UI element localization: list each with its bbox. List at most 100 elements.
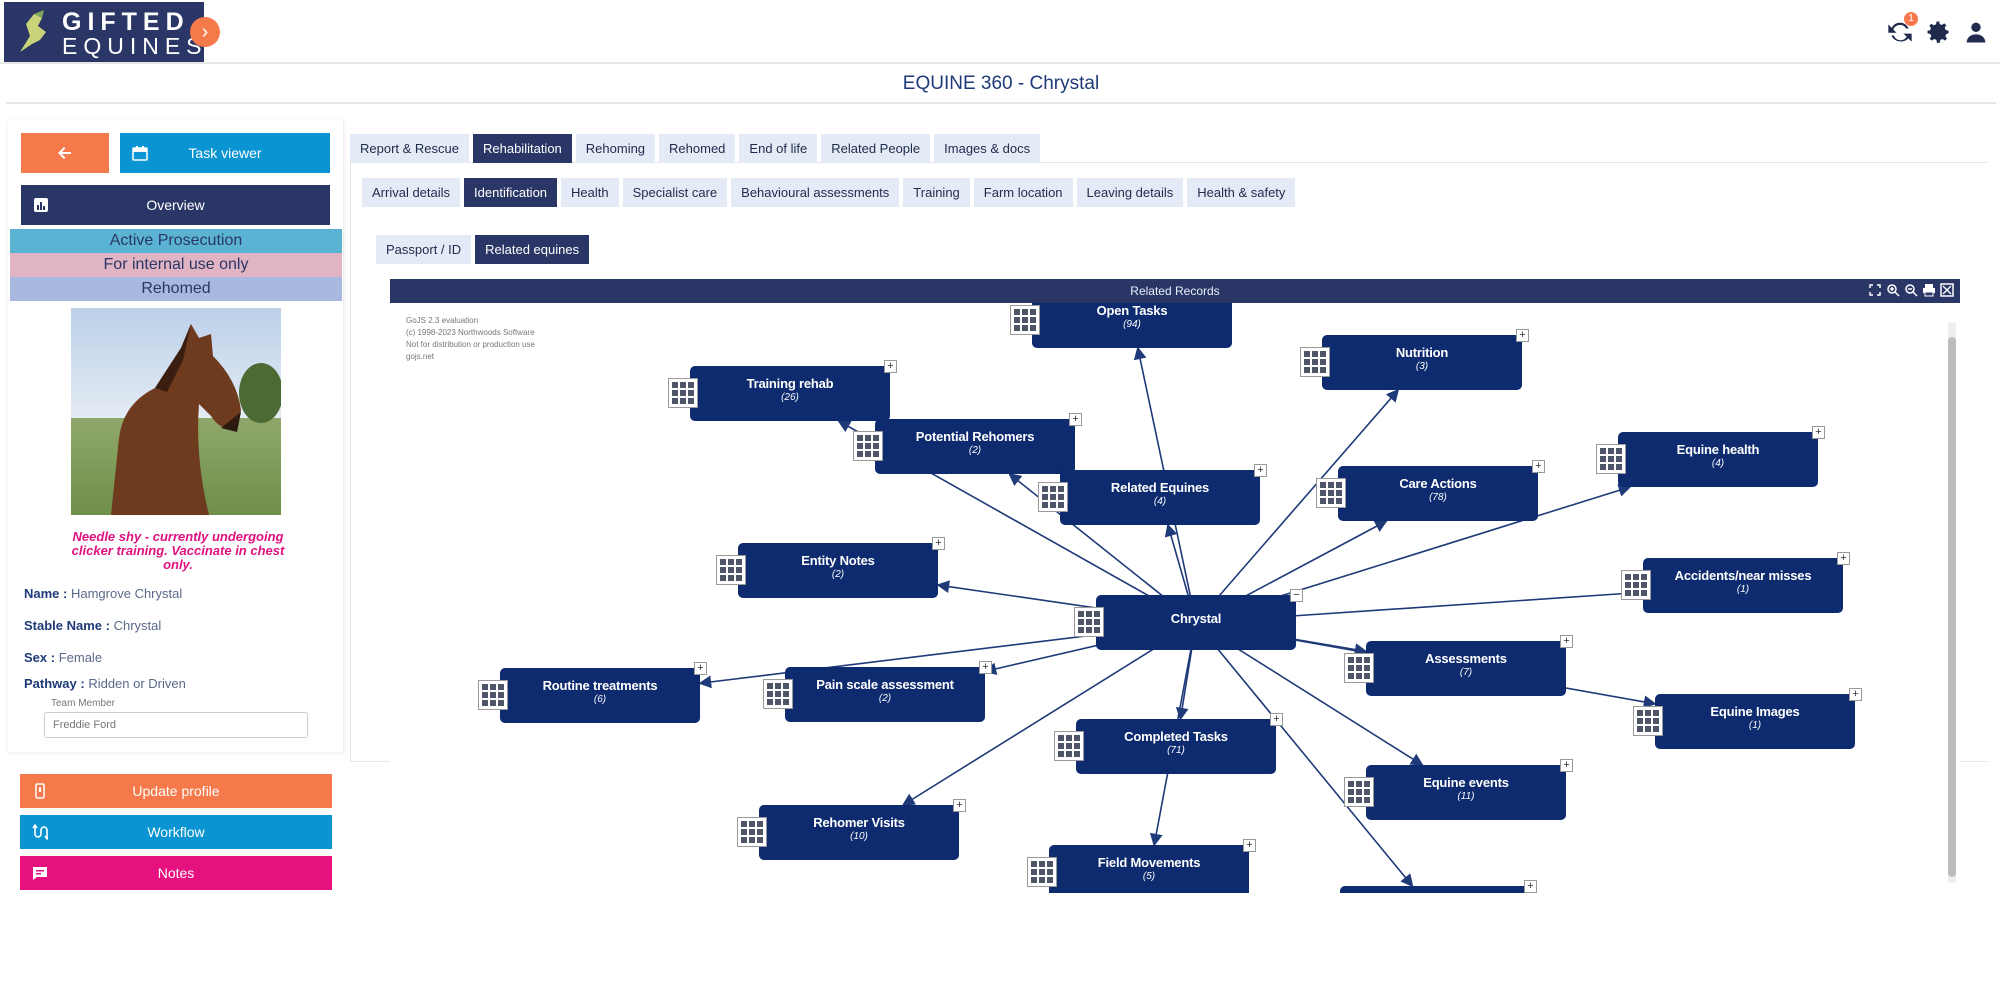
related-records-diagram[interactable]: GoJS 2.3 evaluation (c) 1998-2023 Northw… xyxy=(390,303,1960,893)
app-logo[interactable]: GIFTED EQUINES xyxy=(4,2,204,62)
diagram-node[interactable]: Potential Rehomers(2) xyxy=(875,419,1075,474)
field-sex-value: Female xyxy=(58,650,103,665)
notes-button[interactable]: Notes xyxy=(20,856,332,890)
diagram-node[interactable]: Completed Tasks(71) xyxy=(1076,719,1276,774)
expand-node-button[interactable]: + xyxy=(1243,839,1256,852)
tab-related-equines[interactable]: Related equines xyxy=(475,235,590,264)
page-title: EQUINE 360 - Chrystal xyxy=(6,64,1996,104)
tab-identification[interactable]: Identification xyxy=(464,178,558,207)
field-sex: Sex : Female xyxy=(24,650,102,665)
expand-node-button[interactable]: + xyxy=(884,360,897,373)
equine-note: Needle shy - currently undergoing clicke… xyxy=(71,529,285,572)
identification-tabs: Passport / ID Related equines xyxy=(376,235,590,264)
zoom-in-icon[interactable] xyxy=(1886,283,1900,297)
diagram-node[interactable]: Equine health(4) xyxy=(1618,432,1818,487)
expand-node-button[interactable]: + xyxy=(1837,552,1850,565)
expand-node-button[interactable]: + xyxy=(979,661,992,674)
gojs-watermark: GoJS 2.3 evaluation (c) 1998-2023 Northw… xyxy=(406,315,535,363)
expand-node-button[interactable]: + xyxy=(1069,413,1082,426)
phone-icon xyxy=(35,783,45,799)
diagram-node[interactable]: Field Movements(5) xyxy=(1049,845,1249,893)
print-icon[interactable] xyxy=(1922,283,1936,297)
zoom-out-icon[interactable] xyxy=(1904,283,1918,297)
sync-icon xyxy=(1888,22,1912,42)
fit-icon[interactable] xyxy=(1868,283,1882,297)
diagram-node[interactable]: Entity Notes(2) xyxy=(738,543,938,598)
sidebar-toggle-button[interactable]: › xyxy=(190,17,220,47)
diagram-center-node[interactable]: Chrystal xyxy=(1096,595,1296,650)
expand-node-button[interactable]: + xyxy=(1532,460,1545,473)
diagram-node[interactable]: Equine events(11) xyxy=(1366,765,1566,820)
logo-line-1: GIFTED xyxy=(62,8,190,36)
expand-node-button[interactable]: + xyxy=(1849,688,1862,701)
tab-passport-id[interactable]: Passport / ID xyxy=(376,235,472,264)
expand-node-button[interactable]: + xyxy=(1516,329,1529,342)
node-count: (2) xyxy=(968,445,982,456)
expand-node-button[interactable]: + xyxy=(1524,880,1537,893)
diagram-node[interactable]: Accidents/near misses(1) xyxy=(1643,558,1843,613)
diagram-node[interactable] xyxy=(1340,886,1530,893)
tab-training[interactable]: Training xyxy=(903,178,970,207)
diagram-scrollbar[interactable] xyxy=(1948,323,1956,883)
user-button[interactable] xyxy=(1962,18,1990,46)
node-title: Accidents/near misses xyxy=(1674,568,1812,583)
workflow-button[interactable]: Workflow xyxy=(20,815,332,849)
tab-report-rescue[interactable]: Report & Rescue xyxy=(350,134,469,163)
fullscreen-icon[interactable] xyxy=(1940,283,1954,297)
tab-farm-location[interactable]: Farm location xyxy=(973,178,1073,207)
diagram-node[interactable]: Open Tasks(94) xyxy=(1032,303,1232,348)
tab-arrival-details[interactable]: Arrival details xyxy=(362,178,461,207)
field-name-value: Hamgrove Chrystal xyxy=(70,586,183,601)
task-viewer-button[interactable]: Task viewer xyxy=(120,133,330,173)
tab-images-docs[interactable]: Images & docs xyxy=(934,134,1041,163)
node-title: Field Movements xyxy=(1097,855,1201,870)
diagram-node[interactable]: Routine treatments(6) xyxy=(500,668,700,723)
overview-button[interactable]: Overview xyxy=(21,185,330,225)
sync-button[interactable]: 1 xyxy=(1886,12,1918,46)
expand-node-button[interactable]: + xyxy=(1812,426,1825,439)
diagram-node[interactable]: Nutrition(3) xyxy=(1322,335,1522,390)
expand-node-button[interactable]: + xyxy=(1270,713,1283,726)
expand-node-button[interactable]: + xyxy=(953,799,966,812)
tab-leaving-details[interactable]: Leaving details xyxy=(1076,178,1184,207)
table-grid-icon xyxy=(737,817,767,847)
expand-node-button[interactable]: + xyxy=(1560,635,1573,648)
diagram-node[interactable]: Pain scale assessment(2) xyxy=(785,667,985,722)
diagram-node[interactable]: Training rehab(26) xyxy=(690,366,890,421)
collapse-node-button[interactable]: − xyxy=(1290,589,1303,602)
settings-button[interactable] xyxy=(1924,18,1952,46)
tab-related-people[interactable]: Related People xyxy=(821,134,931,163)
diagram-node[interactable]: Equine Images(1) xyxy=(1655,694,1855,749)
node-count: (4) xyxy=(1711,458,1725,469)
tab-health-safety[interactable]: Health & safety xyxy=(1187,178,1296,207)
update-profile-button[interactable]: Update profile xyxy=(20,774,332,808)
node-count: (6) xyxy=(593,694,607,705)
table-grid-icon xyxy=(1633,706,1663,736)
team-member-input[interactable]: Freddie Ford xyxy=(44,712,308,738)
expand-node-button[interactable]: + xyxy=(1560,759,1573,772)
expand-node-button[interactable]: + xyxy=(1254,464,1267,477)
expand-node-button[interactable]: + xyxy=(932,537,945,550)
diagram-node[interactable]: Rehomer Visits(10) xyxy=(759,805,959,860)
field-pathway-value: Ridden or Driven xyxy=(88,676,186,691)
tab-specialist-care[interactable]: Specialist care xyxy=(622,178,728,207)
diagram-node[interactable]: Care Actions(78) xyxy=(1338,466,1538,521)
tab-end-of-life[interactable]: End of life xyxy=(739,134,818,163)
tab-rehabilitation[interactable]: Rehabilitation xyxy=(473,134,572,163)
node-count: (1) xyxy=(1748,720,1762,731)
tab-health[interactable]: Health xyxy=(561,178,619,207)
scrollbar-thumb[interactable] xyxy=(1948,337,1956,877)
diagram-node[interactable]: Assessments(7) xyxy=(1366,641,1566,696)
tab-rehomed[interactable]: Rehomed xyxy=(659,134,736,163)
back-button[interactable] xyxy=(21,133,109,173)
node-count: (1) xyxy=(1736,584,1750,595)
tab-behavioural-assessments[interactable]: Behavioural assessments xyxy=(731,178,900,207)
tab-rehoming[interactable]: Rehoming xyxy=(575,134,656,163)
task-viewer-label: Task viewer xyxy=(188,145,262,161)
expand-node-button[interactable]: + xyxy=(694,662,707,675)
chart-icon xyxy=(34,198,48,212)
chevron-right-icon: › xyxy=(201,21,209,43)
diagram-node[interactable]: Related Equines(4) xyxy=(1060,470,1260,525)
watermark-line: Not for distribution or production use xyxy=(406,340,535,349)
route-icon xyxy=(32,824,48,840)
